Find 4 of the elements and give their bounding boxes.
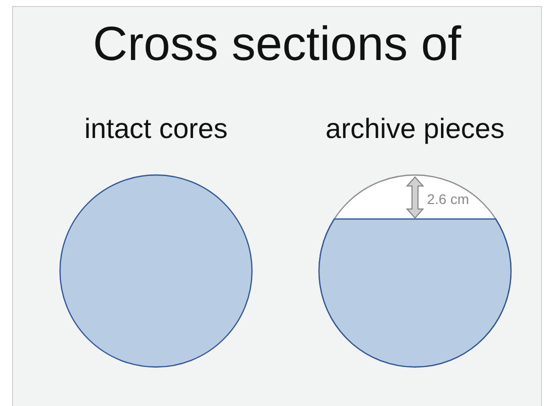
title: Cross sections of	[92, 17, 462, 72]
dimension-label: 2.6 cm	[427, 191, 470, 207]
section-heading: archive pieces	[324, 113, 506, 145]
section-heading: intact cores	[83, 113, 229, 145]
